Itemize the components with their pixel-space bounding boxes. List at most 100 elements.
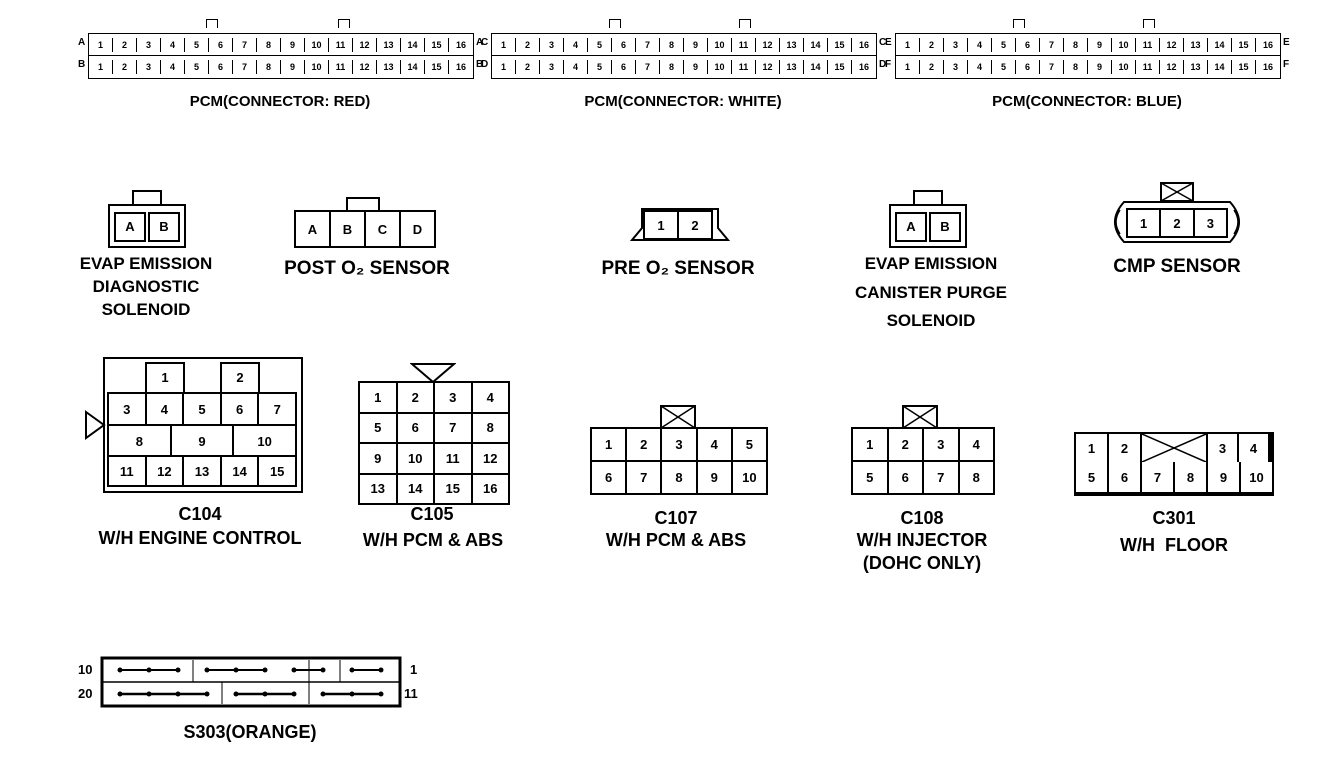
connector-pins: 1 2 3 (1126, 208, 1228, 238)
pcm-row-label-right: F (1283, 59, 1290, 70)
connector-tab (1013, 19, 1025, 28)
pcm-pin: 3 (540, 60, 564, 74)
pcm-pin: 10 (1112, 60, 1136, 74)
connector-tab (132, 190, 162, 206)
pin-dot (204, 691, 210, 697)
c105-pin-4: 4 (472, 383, 508, 412)
pin-2: 2 (1161, 210, 1193, 236)
pin-b: B (331, 212, 364, 246)
c105-pin-6: 6 (397, 413, 433, 442)
pcm-row-label-right: B (476, 59, 484, 70)
pin-b: B (929, 212, 961, 242)
pcm-pin: 15 (425, 60, 449, 74)
c301-pin-6: 6 (1109, 462, 1140, 492)
pcm-pin: 1 (896, 60, 920, 74)
evap-diagnostic-caption-1: EVAP EMISSION (79, 254, 213, 273)
c107-pin-6: 6 (592, 462, 626, 493)
pin-dot (175, 667, 181, 673)
pcm-pin: 2 (920, 60, 944, 74)
pcm-pin: 10 (708, 38, 732, 52)
c301-caption-2: W/H FLOOR (1120, 535, 1228, 555)
pcm-pin: 12 (353, 60, 377, 74)
pin-10: 10 (234, 426, 295, 456)
c105-pin-9: 9 (360, 444, 396, 473)
pcm-pin: 12 (756, 60, 780, 74)
c107-pin-1: 1 (592, 429, 626, 460)
pcm-pin: 15 (1232, 60, 1256, 74)
connector-body: A B C D (294, 210, 436, 248)
pcm-pin: 4 (564, 60, 588, 74)
pin-4: 4 (1239, 434, 1268, 462)
pin-1: 1 (1128, 210, 1160, 236)
pcm-pin: 12 (353, 38, 377, 52)
pin-2: 2 (679, 212, 711, 238)
pin-6: 6 (221, 394, 258, 424)
pin-d: D (401, 212, 434, 246)
pin-dot (146, 667, 152, 673)
pin-dot (117, 691, 123, 697)
pin-dot (291, 691, 297, 697)
pin-13: 13 (184, 457, 220, 485)
c108-pin-2: 2 (888, 429, 922, 460)
pcm-pin: 8 (257, 38, 281, 52)
pcm-pin: 4 (161, 38, 185, 52)
c107-caption-1: C107 (654, 508, 698, 528)
pcm-pin: 14 (1208, 38, 1232, 52)
connector-tab (338, 19, 350, 28)
pcm-pin: 7 (233, 60, 257, 74)
pcm-pin: 5 (992, 38, 1016, 52)
pcm-pin: 8 (660, 38, 684, 52)
c301-pin-8: 8 (1175, 462, 1206, 492)
c105-caption-2: W/H PCM & ABS (362, 530, 504, 550)
pcm-pin: 10 (708, 60, 732, 74)
pin-a: A (114, 212, 146, 242)
pcm-pin: 12 (1160, 38, 1184, 52)
pin-dot (233, 667, 239, 673)
pcm-pin: 6 (209, 38, 233, 52)
pin-1: 1 (645, 212, 677, 238)
pcm-pin: 2 (113, 38, 137, 52)
pcm-pin: 1 (896, 38, 920, 52)
pcm-pin: 3 (944, 60, 968, 74)
pin-a: A (296, 212, 329, 246)
pcm-pin: 5 (185, 38, 209, 52)
pin-dot (146, 691, 152, 697)
pin-c: C (366, 212, 399, 246)
pcm-pin: 2 (516, 60, 540, 74)
pcm-row-label-right: D (879, 59, 887, 70)
pcm-pin: 14 (401, 60, 425, 74)
c105-pin-7: 7 (435, 413, 471, 442)
pcm-pin: 14 (804, 38, 828, 52)
pcm-pin: 3 (540, 38, 564, 52)
pcm-pin: 15 (425, 38, 449, 52)
pcm-pin: 16 (1262, 62, 1273, 72)
s303-label-bottom-right: 11 (404, 686, 418, 701)
pcm-pin: 2 (113, 60, 137, 74)
c301-caption-1: C301 (1152, 508, 1196, 528)
pcm-pin: 13 (1184, 38, 1208, 52)
pcm-pin: 4 (161, 60, 185, 74)
pcm-pin: 14 (1208, 60, 1232, 74)
pcm-pin: 9 (281, 60, 305, 74)
c105-pin-12: 12 (472, 444, 508, 473)
pcm-connector-caption: PCM(CONNECTOR: WHITE) (584, 93, 782, 110)
cmp-caption: CMP SENSOR (1113, 256, 1241, 277)
pin-2: 2 (1109, 434, 1140, 462)
pin-3: 3 (109, 394, 145, 424)
pin-dot (204, 667, 210, 673)
pin-dot (378, 667, 384, 673)
pcm-pin: 14 (804, 60, 828, 74)
pcm-pin: 9 (684, 38, 708, 52)
pin-dot (262, 691, 268, 697)
c105-pin-5: 5 (360, 413, 396, 442)
c301-pin-9: 9 (1208, 462, 1239, 492)
pcm-pin: 11 (329, 60, 353, 74)
c108-caption-2: W/H INJECTOR (856, 530, 988, 550)
c108-pin-7: 7 (924, 462, 958, 493)
pcm-pin: 6 (612, 38, 636, 52)
c105-caption-1: C105 (410, 504, 454, 524)
pin-5: 5 (184, 394, 220, 424)
pin-4: 4 (146, 394, 183, 424)
